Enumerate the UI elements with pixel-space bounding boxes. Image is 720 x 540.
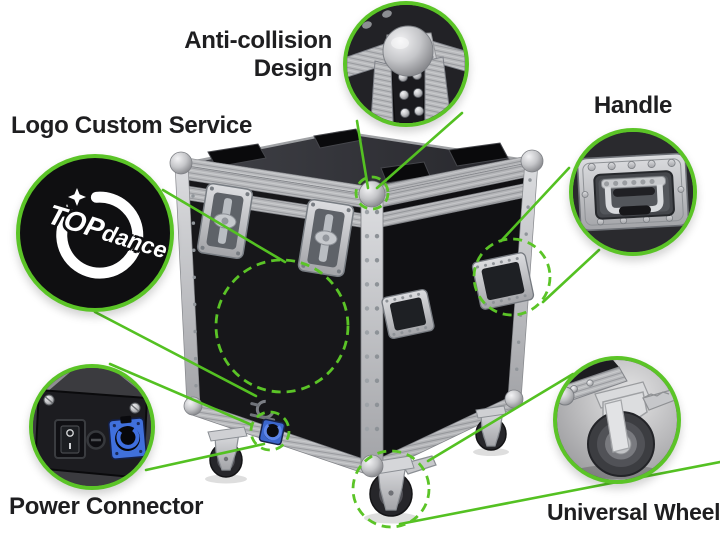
powercon-socket — [107, 415, 148, 460]
corner-ball-detail — [347, 5, 465, 123]
anti-collision-callout-circle — [343, 1, 469, 127]
handle-callout-circle — [569, 128, 697, 256]
powercon-on-case — [258, 418, 286, 446]
dashed-highlight-circles — [214, 175, 552, 529]
anti-collision-label-line1: Anti-collision — [184, 27, 332, 54]
sparkle-icon — [61, 204, 73, 216]
rocker-switch — [54, 419, 86, 459]
butterfly-latch-right — [297, 198, 355, 278]
logo-crescent — [56, 188, 144, 279]
callout-lines — [93, 111, 720, 526]
butterfly-latch-left — [196, 182, 254, 260]
handle-label: Handle — [593, 92, 673, 119]
anti-collision-label: Anti-collision Design — [140, 27, 332, 83]
power-panel-detail — [33, 368, 151, 486]
side-handle-circled — [471, 252, 535, 310]
power-connector-label: Power Connector — [9, 493, 204, 520]
caster-wheel-detail — [557, 360, 677, 480]
universal-wheel-label: Universal Wheel — [547, 499, 720, 525]
fuse-holder — [86, 430, 106, 450]
wheel-callout-circle — [553, 356, 681, 484]
handle-detail — [573, 132, 693, 252]
sparkle-icon — [68, 188, 86, 206]
floor-shadows — [205, 448, 509, 524]
power-callout-circle — [29, 364, 155, 490]
side-handle — [381, 288, 435, 340]
anti-collision-label-line2: Design — [253, 55, 333, 82]
case-side-face — [372, 161, 532, 466]
logo-custom-service-label: Logo Custom Service — [11, 112, 253, 139]
logo-callout-circle: TOPdance — [16, 154, 174, 312]
